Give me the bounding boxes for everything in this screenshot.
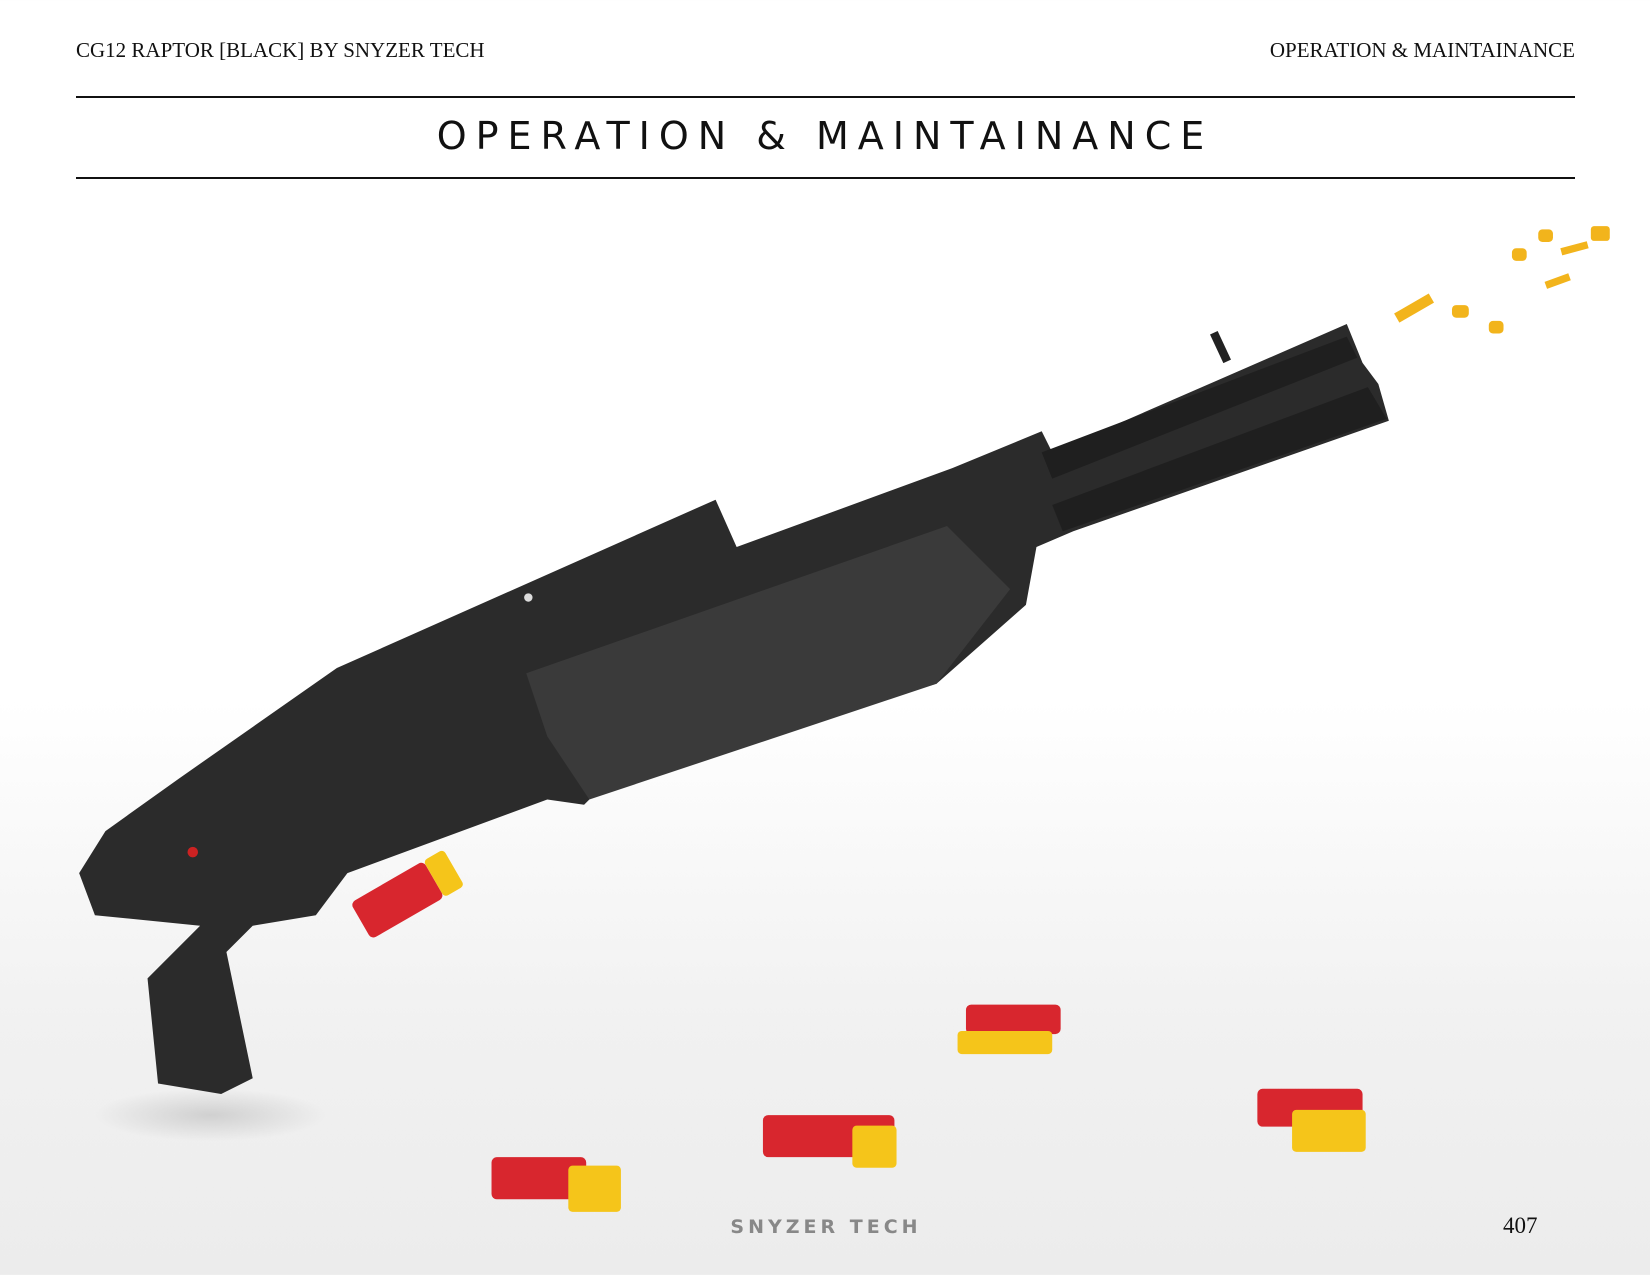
top-rule xyxy=(76,96,1575,98)
running-header-section: OPERATION & MAINTAINANCE xyxy=(1269,38,1575,62)
ejected-casings xyxy=(1394,226,1610,334)
page-number: 407 xyxy=(1503,1213,1538,1238)
shadow xyxy=(94,1088,327,1142)
shotgun-model xyxy=(79,324,1389,1095)
dart-shells xyxy=(352,850,1366,1212)
page-title: OPERATION & MAINTAINANCE xyxy=(436,114,1214,158)
title-underline-rule xyxy=(76,177,1575,179)
running-header-book-title: CG12 RAPTOR [BLACK] BY SNYZER TECH xyxy=(76,38,485,62)
footer-brand: SNYZER TECH xyxy=(730,1216,922,1238)
